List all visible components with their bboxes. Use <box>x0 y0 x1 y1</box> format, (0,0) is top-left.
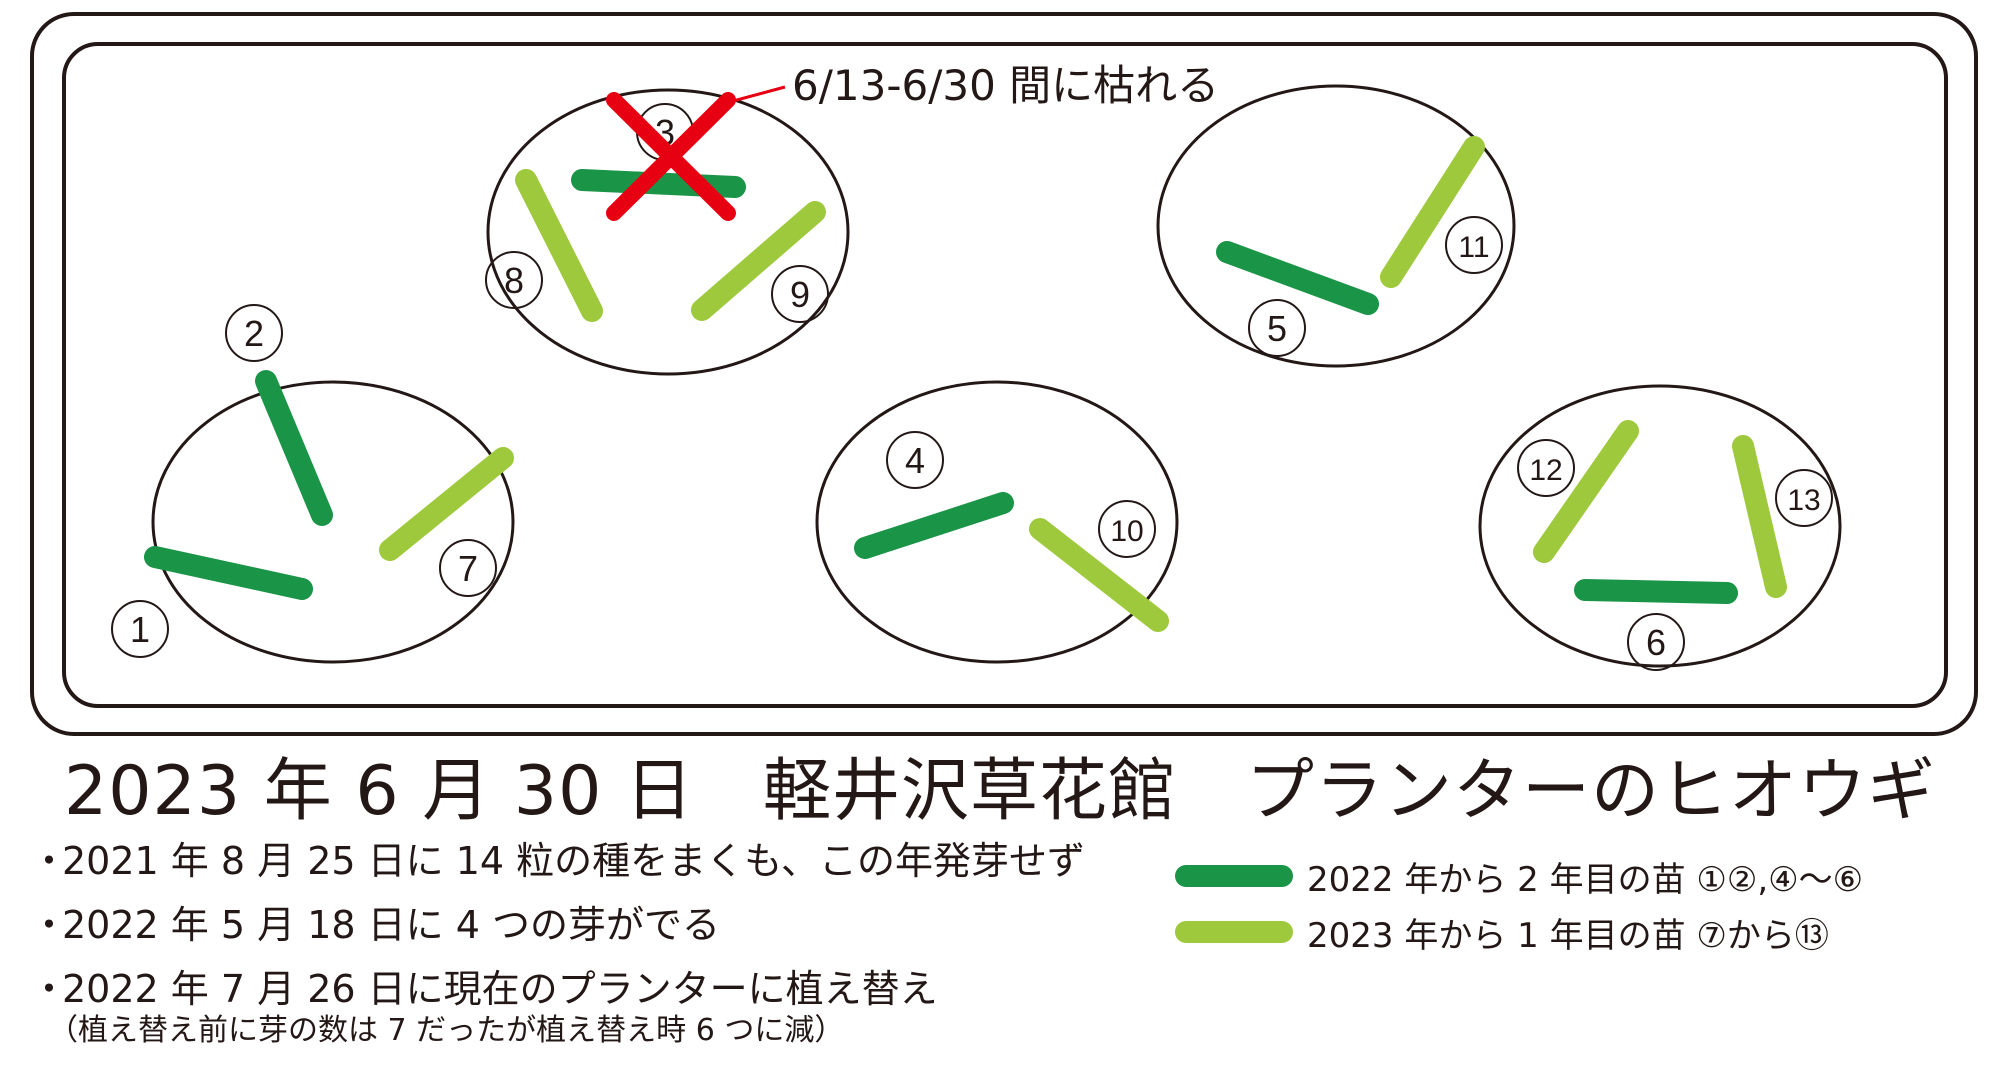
plant-8-badge: 8 <box>485 251 543 309</box>
pot-top-right <box>1156 84 1516 368</box>
annotation-leader-line <box>721 85 786 106</box>
svg-text:11: 11 <box>1458 231 1489 264</box>
legend-swatch-year1 <box>1175 921 1293 943</box>
plant-7-leaf <box>379 447 514 561</box>
plant-7-badge: 7 <box>439 539 497 597</box>
plant-4-leaf <box>854 492 1014 559</box>
plant-12-badge: 12 <box>1517 439 1575 497</box>
legend-item-year2: 2022 年から 2 年目の苗 ①②,④〜⑥ <box>1175 848 1863 904</box>
svg-text:1: 1 <box>130 609 150 650</box>
plant-13-leaf <box>1732 435 1787 598</box>
pot-bottom-right <box>1478 384 1842 668</box>
plant-2-badge: 2 <box>225 304 283 362</box>
note-bullet: ・ <box>30 903 69 947</box>
legend-label: 2022 年から 2 年目の苗 ①②,④〜⑥ <box>1307 859 1864 900</box>
plant-9-leaf <box>691 201 826 321</box>
svg-text:12: 12 <box>1529 454 1562 487</box>
plant-12-leaf <box>1533 420 1639 563</box>
pot-bottom-left <box>151 380 515 664</box>
plant-9-badge: 9 <box>771 265 829 323</box>
note-text: 2021 年 8 月 25 日に 14 粒の種をまくも、この年発芽せず <box>62 839 1086 883</box>
note-item: ・ 2022 年 7 月 26 日に現在のプランターに植え替え （植え替え前に芽… <box>30 970 1085 1046</box>
pot-top-left <box>486 88 850 376</box>
svg-text:5: 5 <box>1267 308 1287 349</box>
plant-6-leaf <box>1574 579 1738 604</box>
plant-6-badge: 6 <box>1627 613 1685 671</box>
svg-text:10: 10 <box>1110 515 1143 548</box>
legend: 2022 年から 2 年目の苗 ①②,④〜⑥ 2023 年から 1 年目の苗 ⑦… <box>1175 848 1863 960</box>
legend-label: 2023 年から 1 年目の苗 ⑦から⑬ <box>1307 915 1829 956</box>
dead-annotation-label: 6/13-6/30 間に枯れる <box>792 61 1219 110</box>
svg-text:13: 13 <box>1787 484 1820 517</box>
plant-1-leaf <box>144 546 313 600</box>
plant-5-leaf <box>1216 241 1379 315</box>
note-item: ・ 2022 年 5 月 18 日に 4 つの芽がでる <box>30 906 1085 944</box>
planter-inner-frame <box>62 42 1948 708</box>
plant-10-leaf <box>1029 518 1169 632</box>
svg-text:9: 9 <box>790 274 810 315</box>
plant-10-badge: 10 <box>1098 500 1156 558</box>
svg-text:4: 4 <box>905 440 925 481</box>
plant-11-badge: 11 <box>1445 216 1503 274</box>
plant-5-badge: 5 <box>1248 299 1306 357</box>
legend-item-year1: 2023 年から 1 年目の苗 ⑦から⑬ <box>1175 904 1863 960</box>
page-title: 2023 年 6 月 30 日 軽井沢草花館 プランターのヒオウギ <box>64 752 1936 831</box>
pot-bottom-center <box>815 380 1179 664</box>
plant-8-leaf <box>515 169 603 322</box>
plant-4-badge: 4 <box>886 431 944 489</box>
plant-2-leaf <box>255 370 333 526</box>
svg-text:6: 6 <box>1646 622 1666 663</box>
plant-1-badge: 1 <box>111 600 169 658</box>
planter-diagram: 1 2 3 4 5 6 7 8 9 10 11 12 <box>30 12 1978 736</box>
note-bullet: ・ <box>30 839 69 883</box>
planter-outer-frame <box>30 12 1978 736</box>
plant-13-badge: 13 <box>1775 469 1833 527</box>
dead-cross-mark <box>606 92 736 221</box>
note-text: 2022 年 5 月 18 日に 4 つの芽がでる <box>62 903 720 947</box>
svg-text:2: 2 <box>244 313 264 354</box>
svg-text:8: 8 <box>504 260 524 301</box>
svg-text:7: 7 <box>458 548 478 589</box>
legend-swatch-year2 <box>1175 865 1293 887</box>
note-text: 2022 年 7 月 26 日に現在のプランターに植え替え <box>62 967 938 1011</box>
plant-11-leaf <box>1380 136 1485 288</box>
note-item: ・ 2021 年 8 月 25 日に 14 粒の種をまくも、この年発芽せず <box>30 842 1085 880</box>
note-bullet: ・ <box>30 967 69 1011</box>
note-subtext: （植え替え前に芽の数は 7 だったが植え替え時 6 つに減） <box>48 1013 845 1048</box>
notes-list: ・ 2021 年 8 月 25 日に 14 粒の種をまくも、この年発芽せず ・ … <box>30 842 1085 1072</box>
